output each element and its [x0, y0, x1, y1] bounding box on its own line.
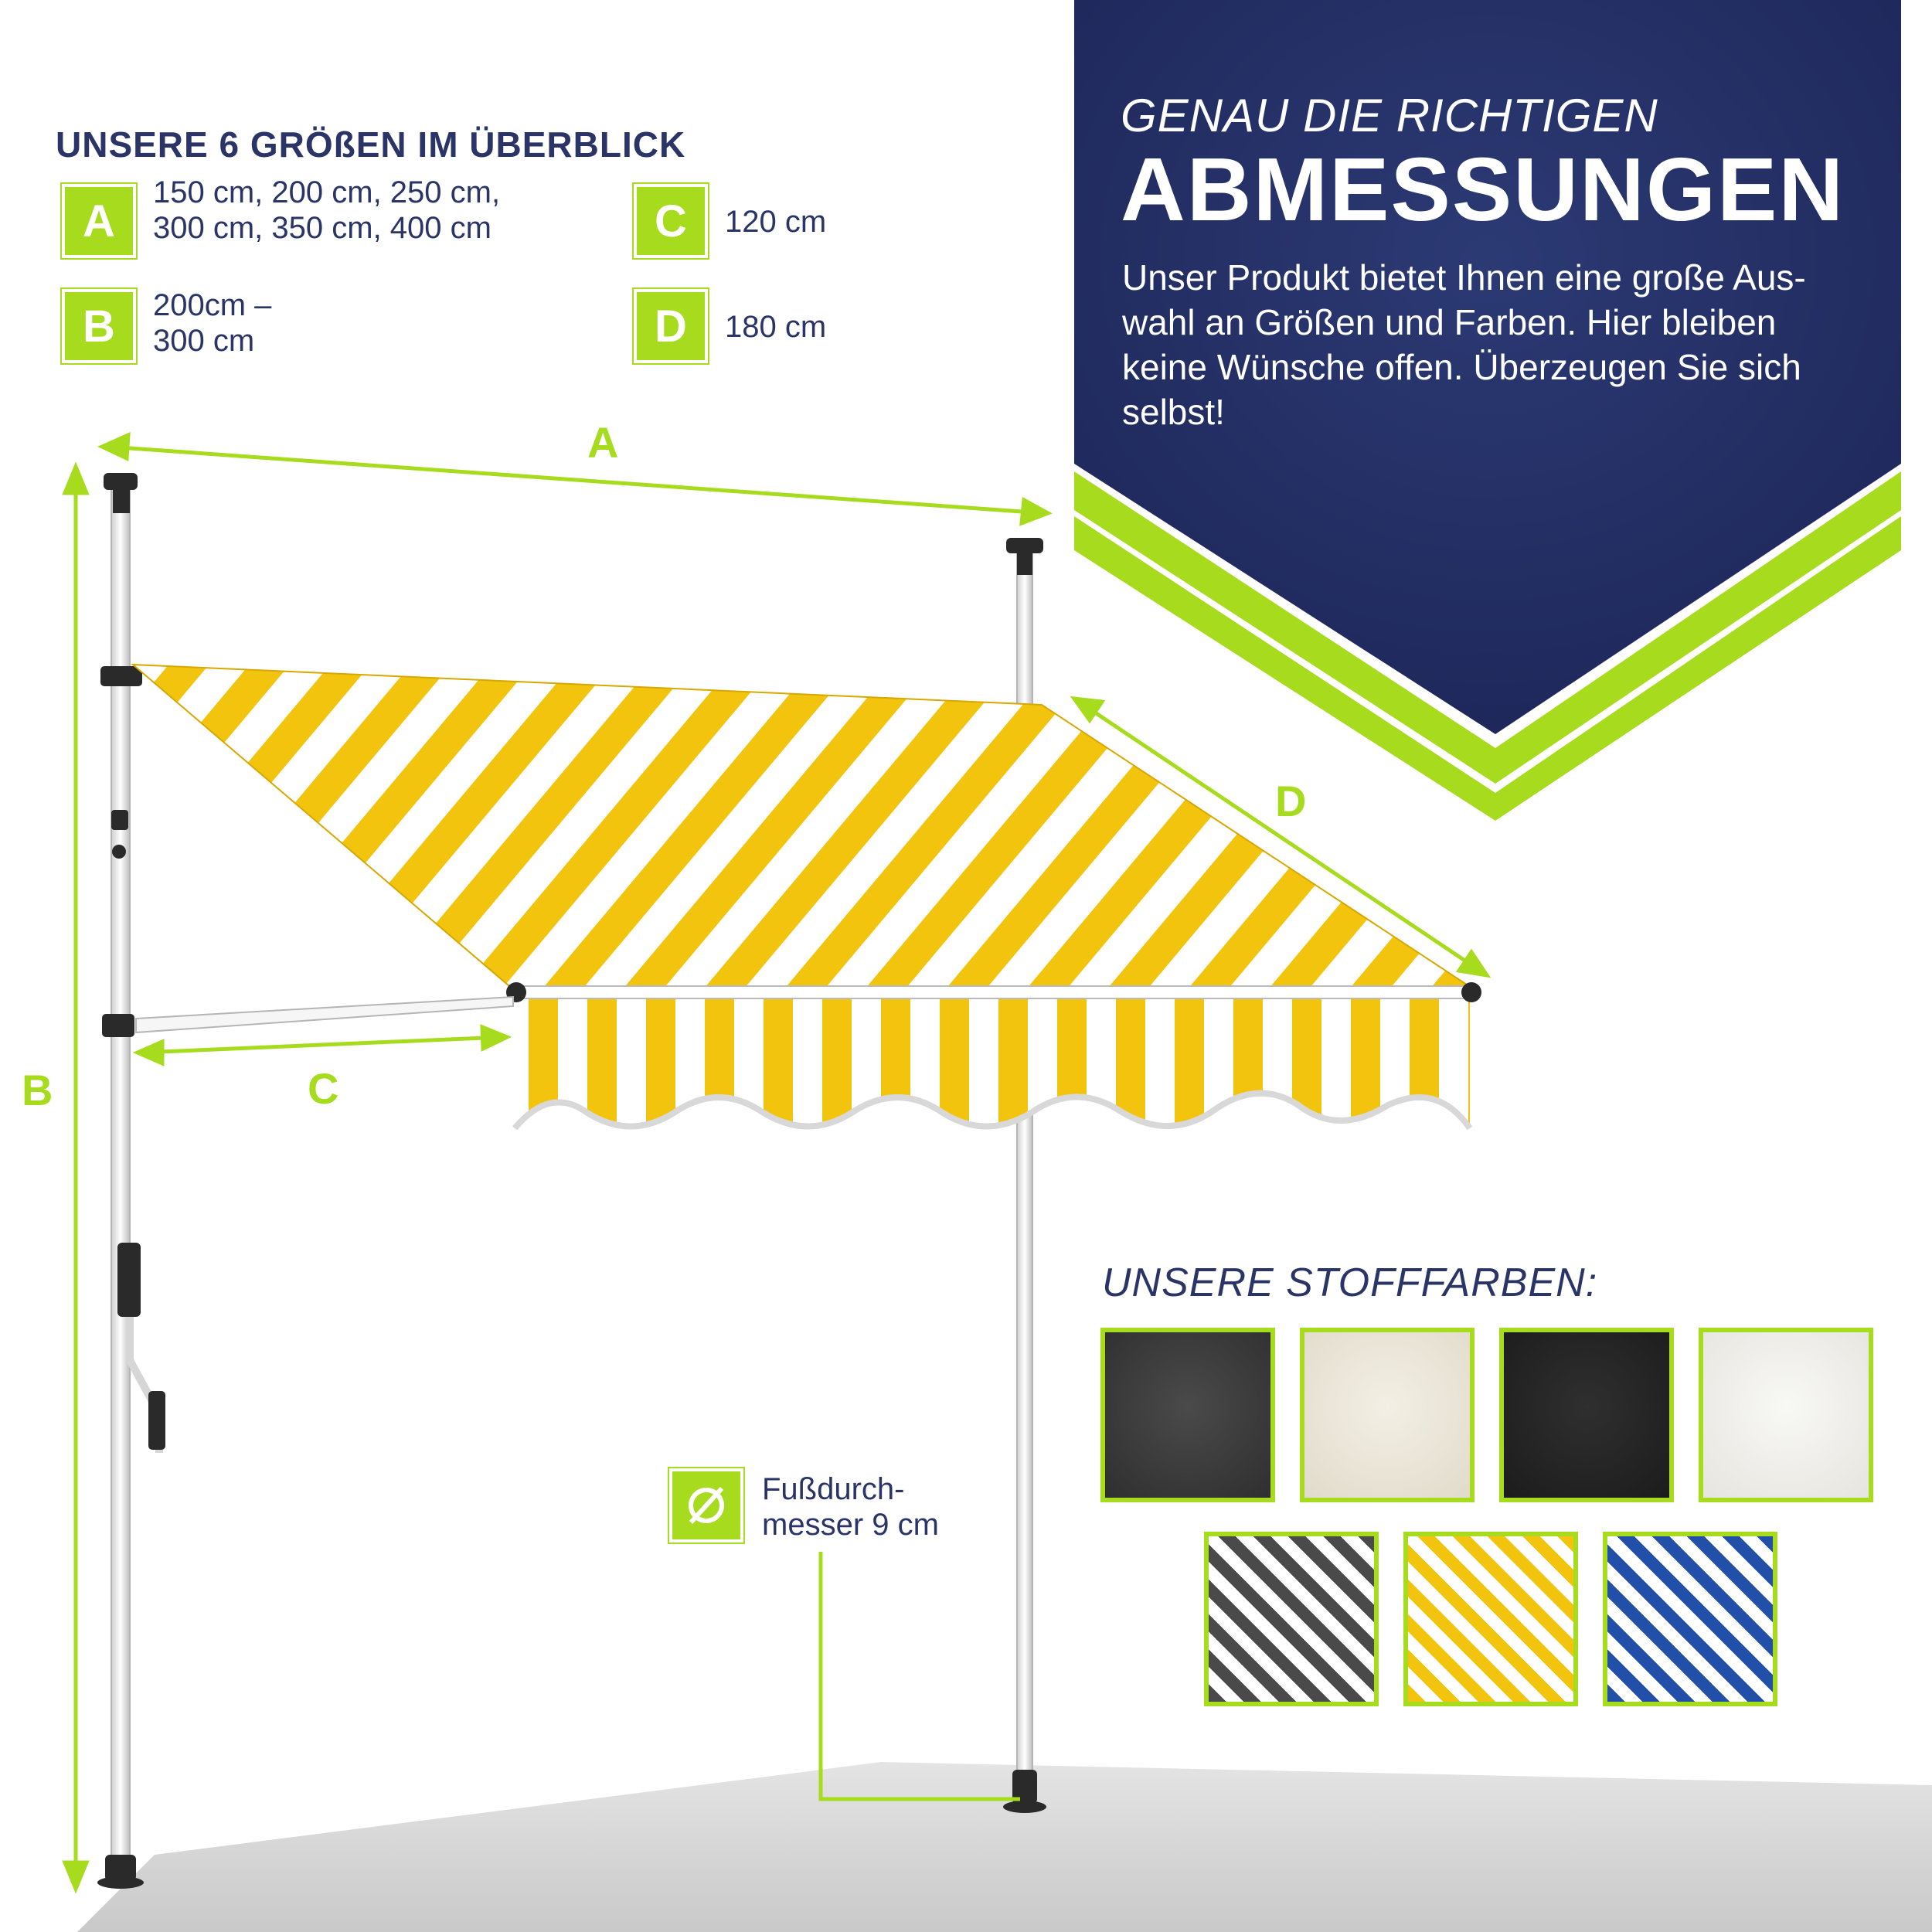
size-badge-c: C — [634, 184, 708, 258]
front-bar-end-right — [1461, 982, 1481, 1002]
valance-hem — [512, 1090, 1473, 1131]
size-b-line1: 200cm – — [153, 288, 272, 322]
left-pole-top-cap — [104, 473, 138, 490]
swatch-fill — [1408, 1536, 1573, 1702]
dimension-lines — [62, 432, 1492, 1894]
swatch-fill — [1105, 1332, 1270, 1498]
dim-line-d — [1077, 699, 1484, 975]
swatch-grey-white-stripes[interactable] — [1204, 1532, 1379, 1706]
right-pole-top-joint — [1017, 553, 1032, 575]
banner-title: ABMESSUNGEN — [1121, 139, 1845, 240]
foot-leader-line — [818, 1552, 1020, 1801]
dim-arrow-d-bottom — [1455, 948, 1492, 978]
swatch-black[interactable] — [1499, 1328, 1674, 1502]
swatch-yellow-white-stripes[interactable] — [1403, 1532, 1578, 1706]
dim-arrow-a-right — [1019, 496, 1053, 526]
right-pole-foot — [1012, 1770, 1037, 1804]
right-pole-foot-plate — [1003, 1801, 1046, 1813]
banner-shape — [1074, 0, 1901, 821]
floor-shadow — [77, 1762, 1932, 1932]
diameter-icon — [669, 1468, 743, 1543]
diameter-symbol — [689, 1486, 724, 1525]
right-pole-top-cap — [1006, 538, 1043, 553]
swatch-white[interactable] — [1699, 1328, 1873, 1502]
dim-label-d: D — [1275, 777, 1307, 825]
dim-arrow-c-left — [132, 1039, 165, 1066]
foot-diameter-text: Fußdurch- messer 9 cm — [762, 1471, 939, 1543]
left-pole-foot-plate — [97, 1876, 144, 1889]
dim-line-a — [107, 444, 1044, 515]
dim-arrow-c-right — [480, 1024, 512, 1052]
size-d-text: 180 cm — [725, 310, 827, 344]
banner-paragraph-line: wahl an Größen und Farben. Hier bleiben — [1122, 302, 1777, 342]
dim-arrow-b-bottom — [62, 1860, 90, 1894]
banner-subtitle: GENAU DIE RICHTIGEN — [1121, 90, 1658, 141]
left-pole-foot — [105, 1855, 136, 1881]
banner-paragraph-line: keine Wünsche offen. Überzeugen Sie sich — [1122, 347, 1801, 387]
swatch-cream[interactable] — [1300, 1328, 1475, 1502]
dim-label-c: C — [308, 1064, 339, 1113]
fabric-colors-title: UNSERE STOFFFARBEN: — [1102, 1260, 1598, 1305]
swatch-fill — [1607, 1536, 1773, 1702]
crank-handle-grip — [148, 1391, 165, 1450]
size-a-line2: 300 cm, 350 cm, 400 cm — [153, 211, 492, 245]
dim-arrow-a-left — [97, 432, 131, 461]
sizes-overview-title: UNSERE 6 GRÖßEN IM ÜBERBLICK — [56, 124, 686, 165]
size-b-line2: 300 cm — [153, 324, 255, 358]
size-badge-d: D — [634, 289, 708, 363]
swatch-fill — [1304, 1332, 1470, 1498]
swatch-anthracite[interactable] — [1100, 1328, 1275, 1502]
dim-arrow-b-top — [62, 461, 90, 495]
front-bar — [509, 985, 1477, 999]
pole-knob — [112, 845, 126, 859]
left-pole — [111, 486, 131, 1879]
dim-label-a: A — [587, 418, 619, 467]
foot-diameter-line2: messer 9 cm — [762, 1508, 939, 1542]
banner-navy-chevron — [1074, 0, 1901, 734]
pole-clamp-1 — [111, 810, 128, 830]
swatch-fill — [1209, 1536, 1374, 1702]
size-a-text: 150 cm, 200 cm, 250 cm, 300 cm, 350 cm, … — [153, 175, 500, 246]
size-badge-a: A — [62, 184, 136, 258]
awning-canopy — [133, 665, 1476, 991]
size-badge-b: B — [62, 289, 136, 363]
crank-gear-box — [117, 1243, 141, 1317]
upper-bracket — [100, 666, 142, 686]
dim-arrow-d-top — [1070, 696, 1106, 724]
dim-label-b: B — [22, 1066, 53, 1114]
size-b-text: 200cm – 300 cm — [153, 287, 271, 359]
left-pole-top-joint — [113, 490, 130, 513]
swatch-fill — [1703, 1332, 1869, 1498]
banner-paragraph: Unser Produkt bietet Ihnen eine große Au… — [1122, 255, 1895, 434]
banner-paragraph-line: Unser Produkt bietet Ihnen eine große Au… — [1122, 257, 1806, 298]
swatch-blue-white-stripes[interactable] — [1603, 1532, 1777, 1706]
swatch-fill — [1504, 1332, 1669, 1498]
arm-bracket — [102, 1014, 134, 1037]
awning-valance — [515, 997, 1470, 1128]
size-c-text: 120 cm — [725, 205, 827, 239]
support-arm — [135, 995, 514, 1034]
dim-line-c — [141, 1035, 503, 1055]
size-a-line1: 150 cm, 200 cm, 250 cm, — [153, 175, 501, 209]
banner-paragraph-line: selbst! — [1122, 392, 1225, 432]
foot-diameter-line1: Fußdurch- — [762, 1472, 905, 1506]
